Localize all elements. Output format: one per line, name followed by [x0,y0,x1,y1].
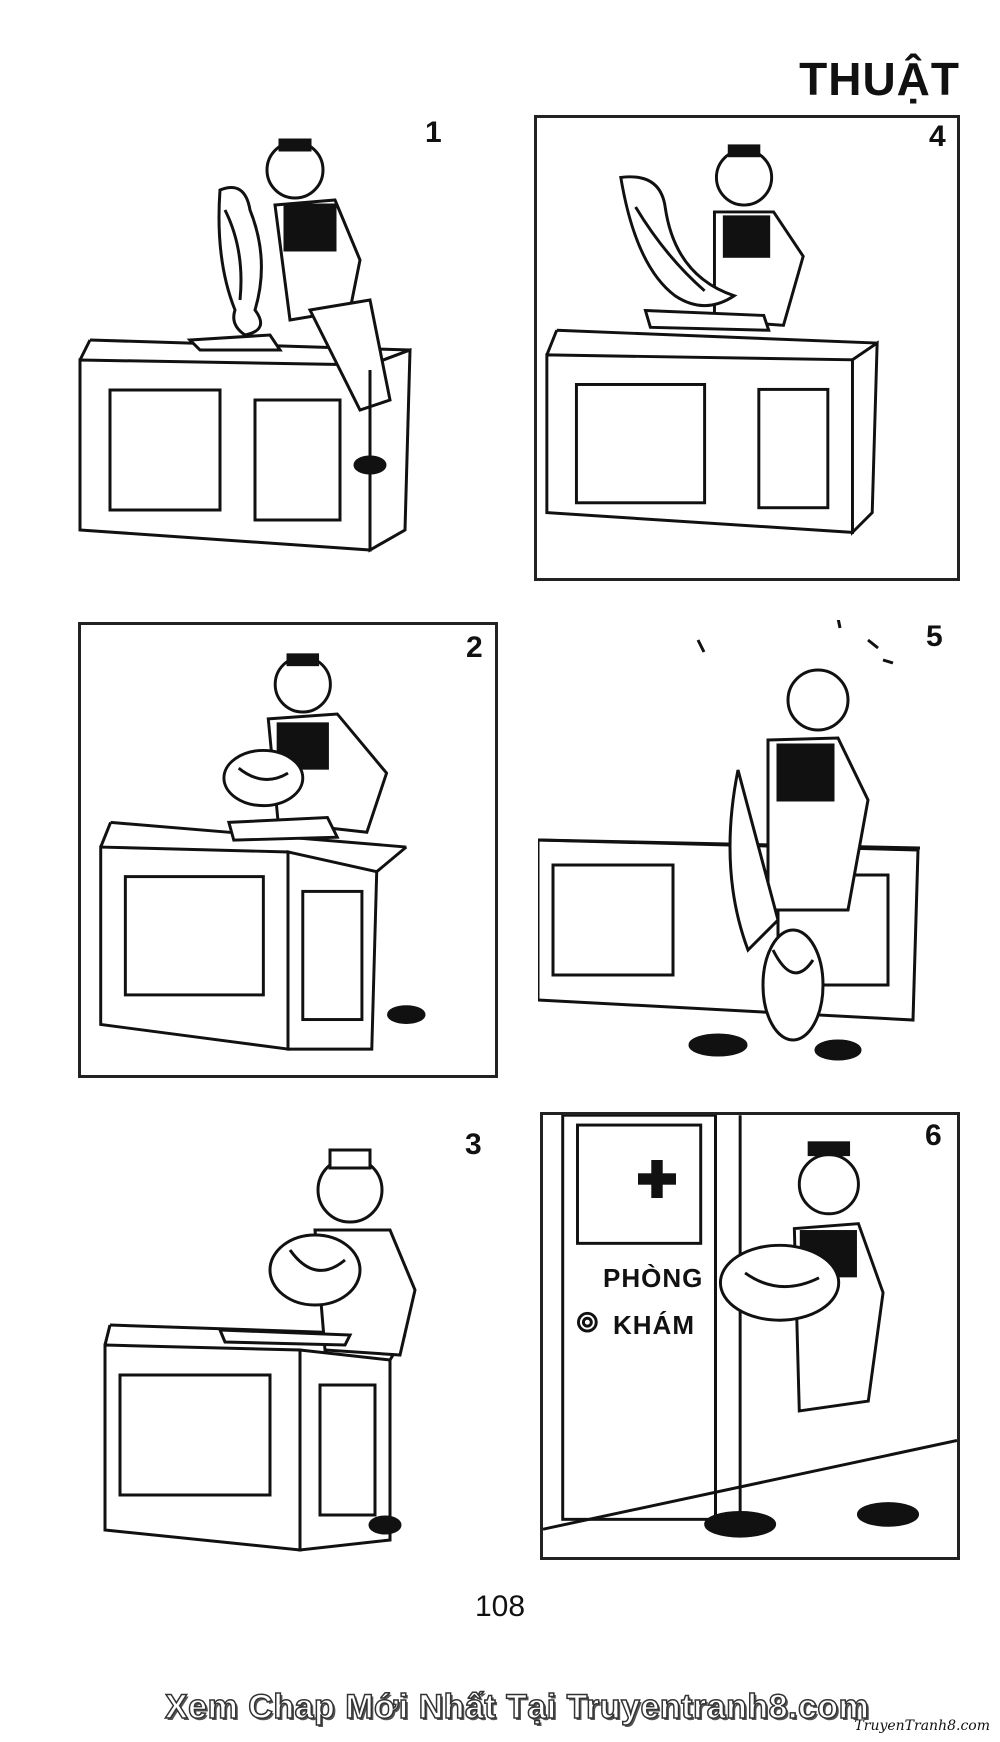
panel-6-drawing [543,1115,957,1538]
comic-panel-6: PHÒNG KHÁM 6 [540,1112,960,1560]
door-sign-kham: KHÁM [613,1310,695,1340]
comic-panel-2: 2 [78,622,498,1078]
page-number: 108 [474,1590,526,1623]
panel-4-drawing [545,144,879,536]
watermark-banner: Xem Chap Mới Nhất Tại Truyentranh8.com [164,1687,870,1727]
panel-2-drawing [99,653,426,1051]
medical-cross-icon [638,1160,676,1198]
door-sign-phong: PHÒNG [603,1263,704,1293]
comic-panel-5: 5 [538,620,960,1080]
comic-panel-1: 1 [70,110,470,580]
panel-5-drawing [538,620,921,1061]
panel-number-5: 5 [926,620,943,653]
panel-number-1: 1 [425,116,442,149]
panel-number-3: 3 [465,1128,482,1161]
panel-number-4: 4 [929,120,946,153]
comic-panel-4: 4 [534,115,960,581]
panel-3-drawing [103,1148,417,1552]
panel-1-drawing [78,138,412,553]
site-mark: TruyenTranh8.com [854,1718,990,1734]
comic-panel-3: 3 [100,1120,500,1560]
panel-number-2: 2 [466,631,483,664]
page-title: THUẬT [799,53,960,105]
panel-number-6: 6 [925,1119,942,1152]
